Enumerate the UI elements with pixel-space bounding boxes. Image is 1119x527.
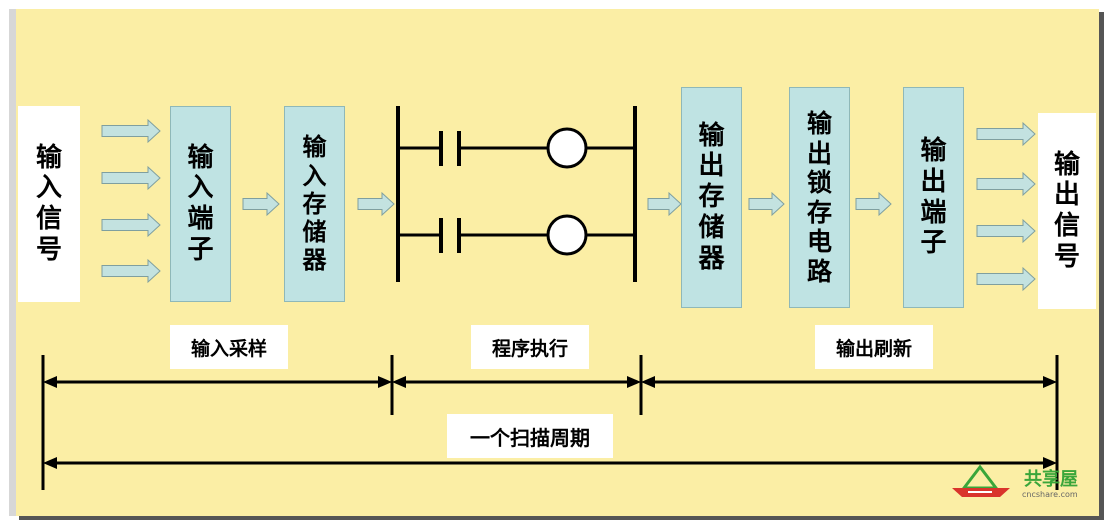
output-storage-label: 输出存储器 [698,120,725,274]
dim-program-execution [392,376,641,388]
output-arrow-1 [976,121,1036,147]
input-sampling-label: 输入采样 [170,325,288,369]
arrow-output-storage-to-latch [748,191,785,217]
output-latch-block: 输出锁存电路 [789,87,850,308]
output-storage-block: 输出存储器 [681,87,742,308]
program-execution-label: 程序执行 [471,325,589,369]
arrow-storage-to-ladder [357,191,395,217]
output-latch-label: 输出锁存电路 [806,109,832,286]
input-signal-block: 输入信号 [18,106,80,302]
input-storage-label: 输入存储器 [302,133,327,275]
arrow-latch-to-terminal [855,191,892,217]
arrow-terminal-to-storage [242,191,280,217]
right-edge-shadow [1099,12,1104,519]
output-terminal-block: 输出端子 [903,87,964,308]
ladder-diagram [396,106,637,282]
phase-dimension-lines [43,376,1057,469]
flow-arrows [101,118,1036,292]
logo-name: 共享屋 [1024,469,1078,490]
output-arrow-3 [976,218,1036,244]
timeline [41,355,1059,490]
rung-2-coil [546,214,588,256]
bottom-edge-shadow [19,516,1104,520]
logo-stripe [968,491,992,493]
output-refresh-label: 输出刷新 [815,325,933,369]
output-signal-label: 输出信号 [1053,149,1080,272]
rung-1-coil [546,127,588,169]
dim-scan-cycle [43,457,1057,469]
left-edge-bar [9,9,16,516]
output-signal-block: 输出信号 [1038,113,1096,309]
output-terminal-label: 输出端子 [920,136,947,259]
dim-output-refresh [641,376,1057,388]
logo-domain: cncshare.com [1022,490,1078,499]
input-arrow-4 [101,258,161,284]
output-arrow-2 [976,171,1036,197]
input-terminal-block: 输入端子 [170,106,231,302]
input-arrow-3 [101,212,161,238]
arrow-ladder-to-output-storage [647,191,682,217]
scan-cycle-label: 一个扫描周期 [447,414,613,458]
input-arrow-2 [101,165,161,191]
dim-input-sampling [43,376,392,388]
output-arrow-4 [976,266,1036,292]
input-terminal-label: 输入端子 [187,142,214,265]
input-storage-block: 输入存储器 [284,106,345,302]
input-arrow-1 [101,118,161,144]
cncshare-logo [952,464,1010,497]
input-signal-label: 输入信号 [35,142,62,265]
